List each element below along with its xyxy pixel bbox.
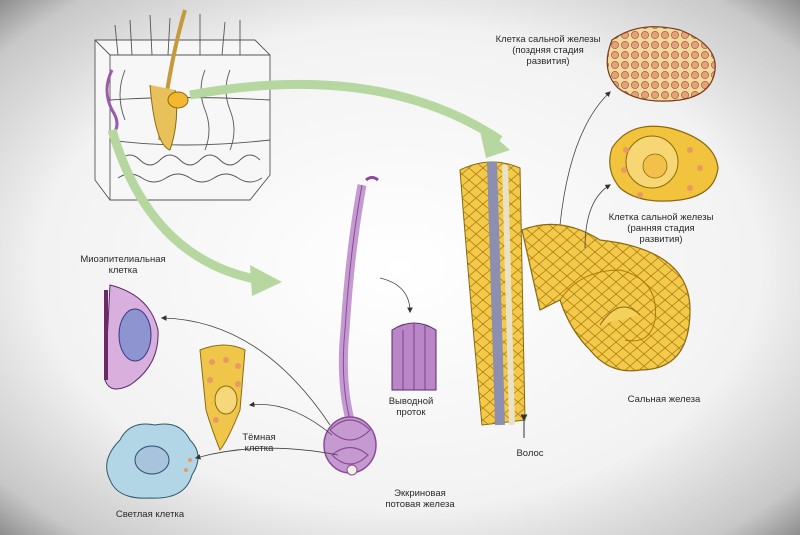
pointer-early-cell xyxy=(584,184,611,249)
hair-follicle-section xyxy=(459,161,691,426)
label-late-sebaceous-cell: Клетка сальной железы (поздняя стадия ра… xyxy=(495,34,601,67)
skin-block-illustration xyxy=(94,14,271,201)
early-cell-nucleus xyxy=(642,153,668,179)
label-excretory-duct: Выводной проток xyxy=(388,396,434,418)
eccrine-sweat-gland xyxy=(323,176,379,476)
label-myoepithelial-cell: Миоэпителиальная клетка xyxy=(80,254,166,276)
skin-sebaceous-gland xyxy=(167,91,189,109)
excretory-duct-section xyxy=(391,322,437,391)
sebaceous-gland-lobes xyxy=(521,223,691,372)
pointer-duct xyxy=(379,277,413,314)
arrow-head-sweat-gland xyxy=(250,265,282,296)
arrow-head-sebaceous xyxy=(478,122,510,158)
label-clear-cell: Светлая клетка xyxy=(115,509,185,520)
pointer-dark-cell xyxy=(248,401,333,436)
label-early-sebaceous-cell: Клетка сальной железы (ранняя стадия раз… xyxy=(608,212,714,245)
arrow-to-sweat-gland xyxy=(107,128,261,285)
early-sebaceous-cell xyxy=(609,125,719,202)
label-eccrine-gland: Эккриновая потовая железа xyxy=(385,488,455,510)
hair-shaft-section xyxy=(487,161,505,426)
dark-cell xyxy=(199,344,246,451)
pointer-late-cell xyxy=(559,91,611,226)
label-sebaceous-gland: Сальная железа xyxy=(627,394,701,405)
label-hair: Волос xyxy=(516,448,544,459)
label-dark-cell: Тёмная клетка xyxy=(242,432,276,454)
clear-cell xyxy=(106,423,199,499)
skin-sweat-gland xyxy=(105,69,119,137)
pointer-myoepithelial xyxy=(160,315,331,426)
pointer-clear-cell xyxy=(194,447,339,460)
arrow-to-sebaceous xyxy=(189,79,503,144)
late-sebaceous-cell xyxy=(606,26,716,102)
myoepithelial-cell xyxy=(104,284,159,390)
